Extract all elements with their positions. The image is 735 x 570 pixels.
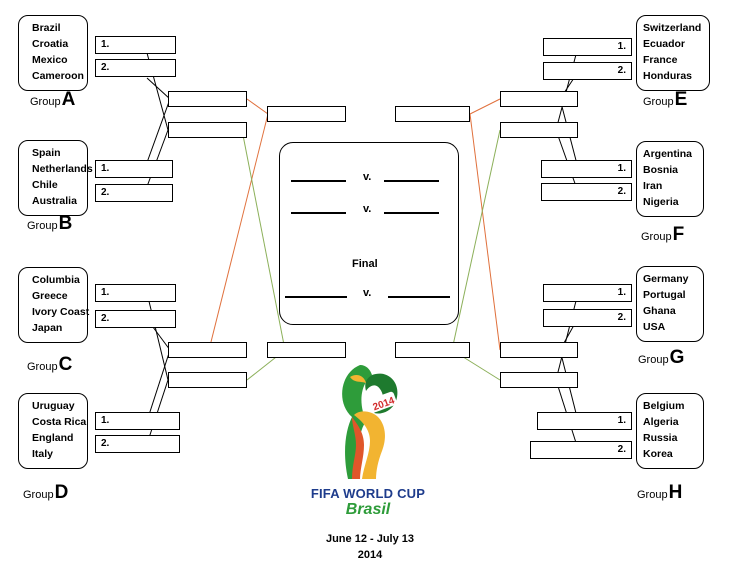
vs-label: v. xyxy=(363,287,372,299)
group-d-second-slot[interactable]: 2. xyxy=(95,435,180,453)
round-of-16-slot[interactable] xyxy=(168,342,247,358)
group-e-label: GroupE xyxy=(643,89,688,110)
final-label: Final xyxy=(352,258,378,270)
team-name: Germany xyxy=(643,273,689,285)
team-name: Switzerland xyxy=(643,22,702,34)
group-b-first-slot[interactable]: 1. xyxy=(95,160,173,178)
quarter-final-slot[interactable] xyxy=(267,106,346,122)
group-g-second-slot[interactable]: 2. xyxy=(543,309,632,327)
team-name: Australia xyxy=(32,195,77,207)
team-name: Costa Rica xyxy=(32,416,87,428)
round-of-16-slot[interactable] xyxy=(168,91,247,107)
world-cup-title: FIFA WORLD CUP xyxy=(310,486,426,501)
team-name: Russia xyxy=(643,432,678,444)
round-of-16-slot[interactable] xyxy=(500,91,578,107)
team-name: Iran xyxy=(643,180,663,192)
team-name: Algeria xyxy=(643,416,679,428)
group-b-teams: Spain Netherlands Chile Australia xyxy=(18,140,93,216)
team-name: Mexico xyxy=(32,54,68,66)
round-of-16-slot[interactable] xyxy=(500,122,578,138)
semi-final-line[interactable] xyxy=(384,212,439,214)
group-h-teams: Belgium Algeria Russia Korea xyxy=(636,393,704,469)
world-cup-logo-icon: 2014 xyxy=(342,365,398,479)
group-c-second-slot[interactable]: 2. xyxy=(95,310,176,328)
vs-label: v. xyxy=(363,203,372,215)
tournament-dates: June 12 - July 13 2014 xyxy=(300,531,440,563)
final-line[interactable] xyxy=(285,296,347,298)
group-a-teams: Brazil Croatia Mexico Cameroon xyxy=(18,15,88,91)
group-d-label: GroupD xyxy=(23,482,69,503)
team-name: Ivory Coast xyxy=(32,306,90,318)
date-range: June 12 - July 13 xyxy=(325,533,415,545)
group-a-first-slot[interactable]: 1. xyxy=(95,36,176,54)
team-name: Italy xyxy=(32,448,54,460)
team-name: Japan xyxy=(32,322,63,334)
group-e-teams: Switzerland Ecuador France Honduras xyxy=(636,15,710,91)
team-name: France xyxy=(643,54,678,66)
team-name: Cameroon xyxy=(32,70,84,82)
group-a-second-slot[interactable]: 2. xyxy=(95,59,176,77)
final-line[interactable] xyxy=(388,296,450,298)
group-b-second-slot[interactable]: 2. xyxy=(95,184,173,202)
vs-label: v. xyxy=(363,171,372,183)
group-c-label: GroupC xyxy=(27,354,73,375)
group-f-label: GroupF xyxy=(641,224,685,245)
group-e-second-slot[interactable]: 2. xyxy=(543,62,632,80)
group-a-label: GroupA xyxy=(30,89,76,110)
group-f-first-slot[interactable]: 1. xyxy=(541,160,632,178)
round-of-16-slot[interactable] xyxy=(500,372,578,388)
round-of-16-slot[interactable] xyxy=(500,342,578,358)
world-cup-subtitle: Brasil xyxy=(345,501,391,518)
group-d-teams: Uruguay Costa Rica England Italy xyxy=(18,393,88,469)
team-name: Uruguay xyxy=(32,400,75,412)
team-name: USA xyxy=(643,321,666,333)
team-name: Croatia xyxy=(32,38,69,50)
team-name: Portugal xyxy=(643,289,686,301)
final-box xyxy=(279,142,459,325)
group-c-first-slot[interactable]: 1. xyxy=(95,284,176,302)
team-name: Chile xyxy=(32,179,58,191)
team-name: Greece xyxy=(32,290,68,302)
team-name: Netherlands xyxy=(32,163,93,175)
group-c-teams: Columbia Greece Ivory Coast Japan xyxy=(18,267,90,343)
group-g-label: GroupG xyxy=(638,347,685,368)
team-name: England xyxy=(32,432,74,444)
team-name: Honduras xyxy=(643,70,693,82)
group-g-first-slot[interactable]: 1. xyxy=(543,284,632,302)
group-e-first-slot[interactable]: 1. xyxy=(543,38,632,56)
team-name: Bosnia xyxy=(643,164,679,176)
group-g-teams: Germany Portugal Ghana USA xyxy=(636,266,704,342)
team-name: Columbia xyxy=(32,274,80,286)
semi-final-line[interactable] xyxy=(291,212,346,214)
team-name: Nigeria xyxy=(643,196,679,208)
semi-final-line[interactable] xyxy=(384,180,439,182)
team-name: Ecuador xyxy=(643,38,686,50)
group-b-label: GroupB xyxy=(27,213,73,234)
team-name: Korea xyxy=(643,448,673,460)
team-name: Ghana xyxy=(643,305,676,317)
group-f-teams: Argentina Bosnia Iran Nigeria xyxy=(636,141,704,217)
group-d-first-slot[interactable]: 1. xyxy=(95,412,180,430)
team-name: Spain xyxy=(32,147,61,159)
team-name: Argentina xyxy=(643,148,693,160)
team-name: Belgium xyxy=(643,400,685,412)
group-h-second-slot[interactable]: 2. xyxy=(530,441,632,459)
group-h-label: GroupH xyxy=(637,482,683,503)
quarter-final-slot[interactable] xyxy=(395,106,470,122)
group-h-first-slot[interactable]: 1. xyxy=(537,412,632,430)
round-of-16-slot[interactable] xyxy=(168,122,247,138)
group-f-second-slot[interactable]: 2. xyxy=(541,183,632,201)
quarter-final-slot[interactable] xyxy=(395,342,470,358)
quarter-final-slot[interactable] xyxy=(267,342,346,358)
semi-final-line[interactable] xyxy=(291,180,346,182)
team-name: Brazil xyxy=(32,22,61,34)
tournament-year: 2014 xyxy=(357,549,383,561)
round-of-16-slot[interactable] xyxy=(168,372,247,388)
